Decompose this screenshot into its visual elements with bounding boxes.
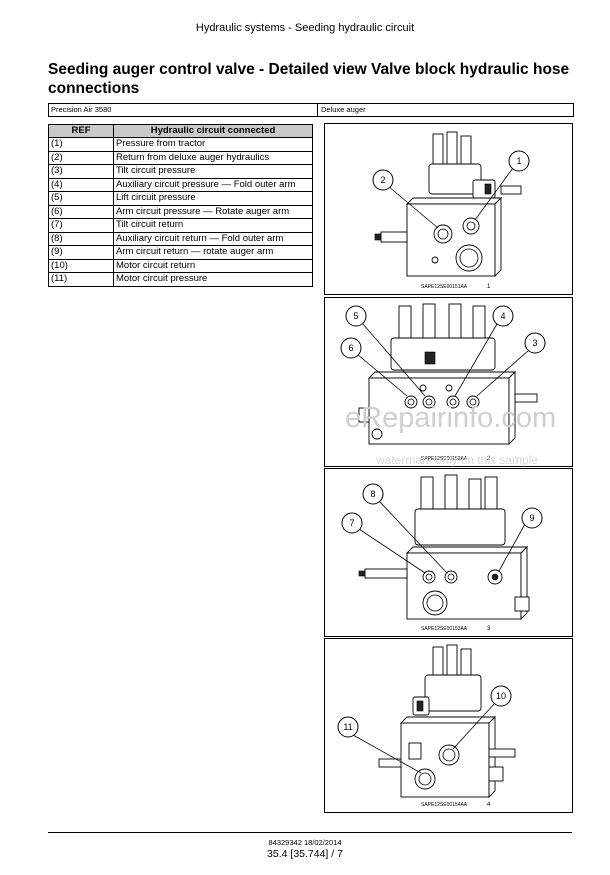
table-row: (10)Motor circuit return (48, 258, 313, 273)
ref-cell: (6) (48, 204, 114, 219)
table-row: (6)Arm circuit pressure — Rotate auger a… (48, 204, 313, 219)
callout-11: 11 (343, 722, 352, 732)
watermark-subtext: watermark only on this sample (376, 453, 539, 467)
circuit-cell: Motor circuit return (113, 258, 313, 273)
ref-cell: (10) (48, 258, 114, 273)
valve-block-illustration-2: 6 5 4 3 (340, 303, 546, 446)
callout-3: 3 (532, 338, 537, 348)
callout-10: 10 (496, 691, 506, 701)
valve-block-illustration-3: 7 8 9 (341, 474, 543, 621)
figure-number: 3 (487, 626, 491, 632)
figure-3: 7 8 9 SAPE12SE00153AA 3 (324, 468, 573, 637)
circuit-cell: Tilt circuit return (113, 218, 313, 233)
table-row: (5)Lift circuit pressure (48, 191, 313, 206)
variant-name: Deluxe auger (321, 105, 366, 114)
document-code: 84329342 18/02/2014 (268, 838, 342, 847)
ref-cell: (9) (48, 245, 114, 260)
ref-cell: (1) (48, 137, 114, 152)
ref-cell: (8) (48, 231, 114, 246)
col-header-ref: REF (48, 124, 114, 138)
reference-table: REF Hydraulic circuit connected (1)Press… (48, 124, 313, 287)
callout-6: 6 (348, 343, 353, 353)
figure-number: 4 (487, 802, 491, 808)
ref-cell: (4) (48, 177, 114, 192)
table-header-row: REF Hydraulic circuit connected (48, 124, 313, 138)
callout-4: 4 (500, 311, 505, 321)
circuit-cell: Arm circuit pressure — Rotate auger arm (113, 204, 313, 219)
watermark-text: eRepairinfo.com (345, 402, 557, 434)
figure-code: SAPE12SE00152AA (421, 456, 468, 462)
table-row: (3)Tilt circuit pressure (48, 164, 313, 179)
callout-5: 5 (353, 311, 358, 321)
callout-9: 9 (529, 513, 534, 523)
ref-cell: (3) (48, 164, 114, 179)
figure-1: 2 1 SAPE12SE00151AA 1 (324, 123, 573, 295)
page-title: Seeding auger control valve - Detailed v… (48, 61, 570, 97)
ref-cell: (7) (48, 218, 114, 233)
model-row: Precision Air 3580 Deluxe auger (48, 103, 574, 117)
callout-1: 1 (516, 156, 521, 166)
footer-rule (48, 832, 572, 833)
page-number: 35.4 [35.744] / 7 (267, 848, 343, 860)
valve-block-illustration-1: 2 1 (372, 131, 530, 278)
circuit-cell: Arm circuit return — rotate auger arm (113, 245, 313, 260)
table-row: (8)Auxiliary circuit return — Fold outer… (48, 231, 313, 246)
circuit-cell: Pressure from tractor (113, 137, 313, 152)
ref-cell: (2) (48, 150, 114, 165)
figure-number: 2 (487, 456, 491, 462)
table-row: (9)Arm circuit return — rotate auger arm (48, 245, 313, 260)
callout-2: 2 (380, 175, 385, 185)
figure-code: SAPE12SE00151AA (421, 284, 468, 290)
figure-number: 1 (487, 284, 491, 290)
ref-cell: (5) (48, 191, 114, 206)
ref-cell: (11) (48, 272, 114, 287)
figure-4: 10 11 SAPE12SE00154AA 4 (324, 638, 573, 813)
col-header-circuit: Hydraulic circuit connected (113, 124, 313, 138)
circuit-cell: Auxiliary circuit return — Fold outer ar… (113, 231, 313, 246)
callout-8: 8 (370, 489, 375, 499)
circuit-cell: Auxiliary circuit pressure — Fold outer … (113, 177, 313, 192)
model-name: Precision Air 3580 (51, 105, 112, 114)
table-row: (11)Motor circuit pressure (48, 272, 313, 287)
circuit-cell: Return from deluxe auger hydraulics (113, 150, 313, 165)
figure-code: SAPE12SE00153AA (421, 626, 468, 632)
model-row-divider (317, 104, 318, 116)
table-row: (1)Pressure from tractor (48, 137, 313, 152)
callout-7: 7 (349, 518, 354, 528)
running-header: Hydraulic systems - Seeding hydraulic ci… (195, 22, 415, 34)
circuit-cell: Motor circuit pressure (113, 272, 313, 287)
circuit-cell: Tilt circuit pressure (113, 164, 313, 179)
valve-block-illustration-4: 10 11 (337, 644, 516, 799)
circuit-cell: Lift circuit pressure (113, 191, 313, 206)
figure-code: SAPE12SE00154AA (421, 802, 468, 808)
figure-2: 6 5 4 3 SAPE12SE00152AA 2 (324, 297, 573, 467)
table-row: (2)Return from deluxe auger hydraulics (48, 150, 313, 165)
table-row: (4)Auxiliary circuit pressure — Fold out… (48, 177, 313, 192)
table-row: (7)Tilt circuit return (48, 218, 313, 233)
